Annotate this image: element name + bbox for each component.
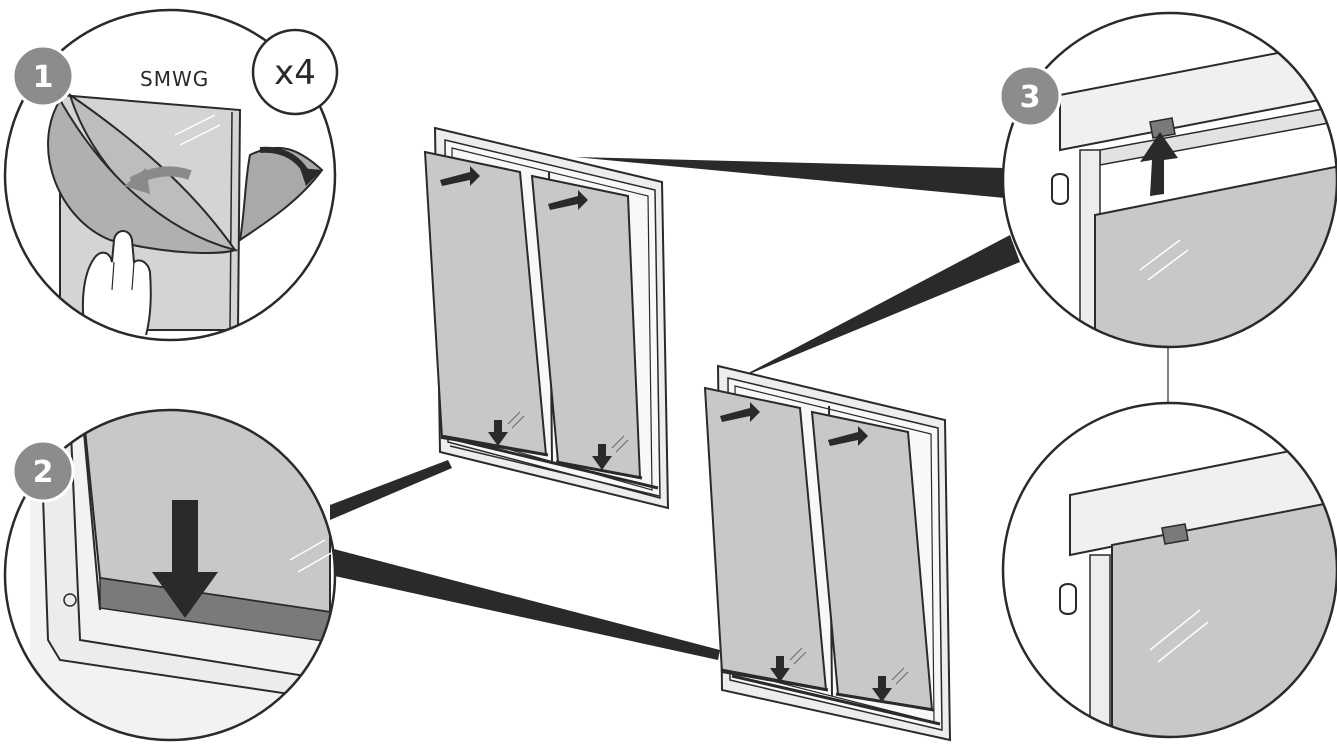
push-up-arrow-icon [1140, 132, 1178, 196]
step-badge-3: 3 [998, 64, 1062, 128]
hinge-pin [1051, 173, 1069, 205]
press-down-arrow-icon [488, 420, 612, 470]
top-rail [1059, 38, 1337, 152]
wedge-step-3-upper [575, 157, 1005, 198]
hand-icon [81, 230, 152, 336]
part-code-label: SMWG [140, 67, 209, 91]
protective-film-sheet [47, 98, 239, 254]
slide-arrow-icon [440, 166, 588, 210]
wedge-step-3-lower [735, 235, 1020, 380]
svg-text:3: 3 [1020, 80, 1041, 115]
detail-circle-step-1: SMWG x4 [3, 8, 339, 342]
step-badge-2: 2 [11, 439, 75, 503]
retainer-clip [1149, 117, 1176, 139]
detail-circle-step-2 [3, 408, 337, 742]
window-assembly-right [703, 364, 952, 742]
callout-wedges [330, 157, 1020, 660]
wedge-step-2-lower [330, 548, 720, 660]
detail-circle-step-3 [1001, 11, 1337, 349]
window-assembly-left [423, 126, 670, 510]
press-down-arrow-icon [152, 500, 218, 618]
step-badge-1: 1 [11, 44, 75, 108]
svg-text:2: 2 [33, 455, 54, 490]
quantity-label: x4 [274, 53, 316, 93]
quantity-badge [251, 28, 339, 116]
svg-text:1: 1 [33, 60, 54, 95]
wedge-step-2-upper [330, 460, 452, 520]
detail-circle-result [1001, 401, 1337, 739]
retainer-clip [1161, 523, 1189, 545]
